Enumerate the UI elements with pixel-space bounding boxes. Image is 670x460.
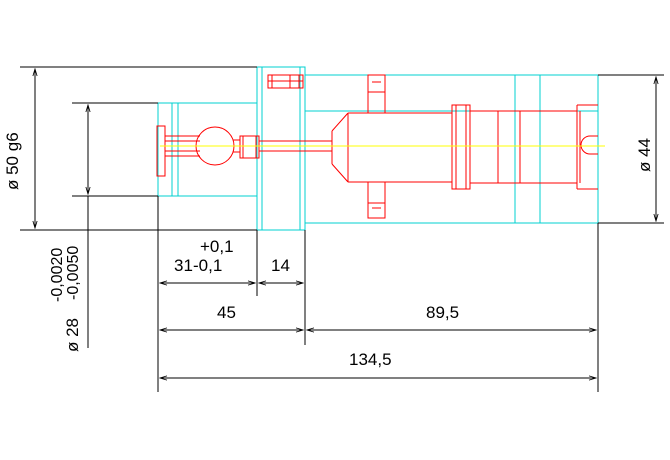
dim-len-31-base: 31 (174, 256, 193, 275)
dim-len-31-lower-tol: -0,1 (193, 256, 222, 275)
dim-dia-28-upper-tol: -0,0020 (49, 248, 66, 302)
dim-dia-28-base: ø 28 (63, 318, 82, 352)
dimension-lines (20, 66, 664, 392)
dim-len-31-upper-tol: +0,1 (200, 237, 234, 256)
dim-len-134-5: 134,5 (349, 350, 392, 369)
dim-len-89-5: 89,5 (426, 303, 459, 322)
part-outline (157, 66, 599, 231)
dim-dia-44: ø 44 (635, 138, 654, 172)
dim-dia-50: ø 50 g6 (3, 132, 22, 190)
dim-len-14: 14 (271, 256, 290, 275)
dim-len-45: 45 (217, 303, 236, 322)
dim-dia-28-lower-tol: -0,0050 (65, 246, 82, 300)
